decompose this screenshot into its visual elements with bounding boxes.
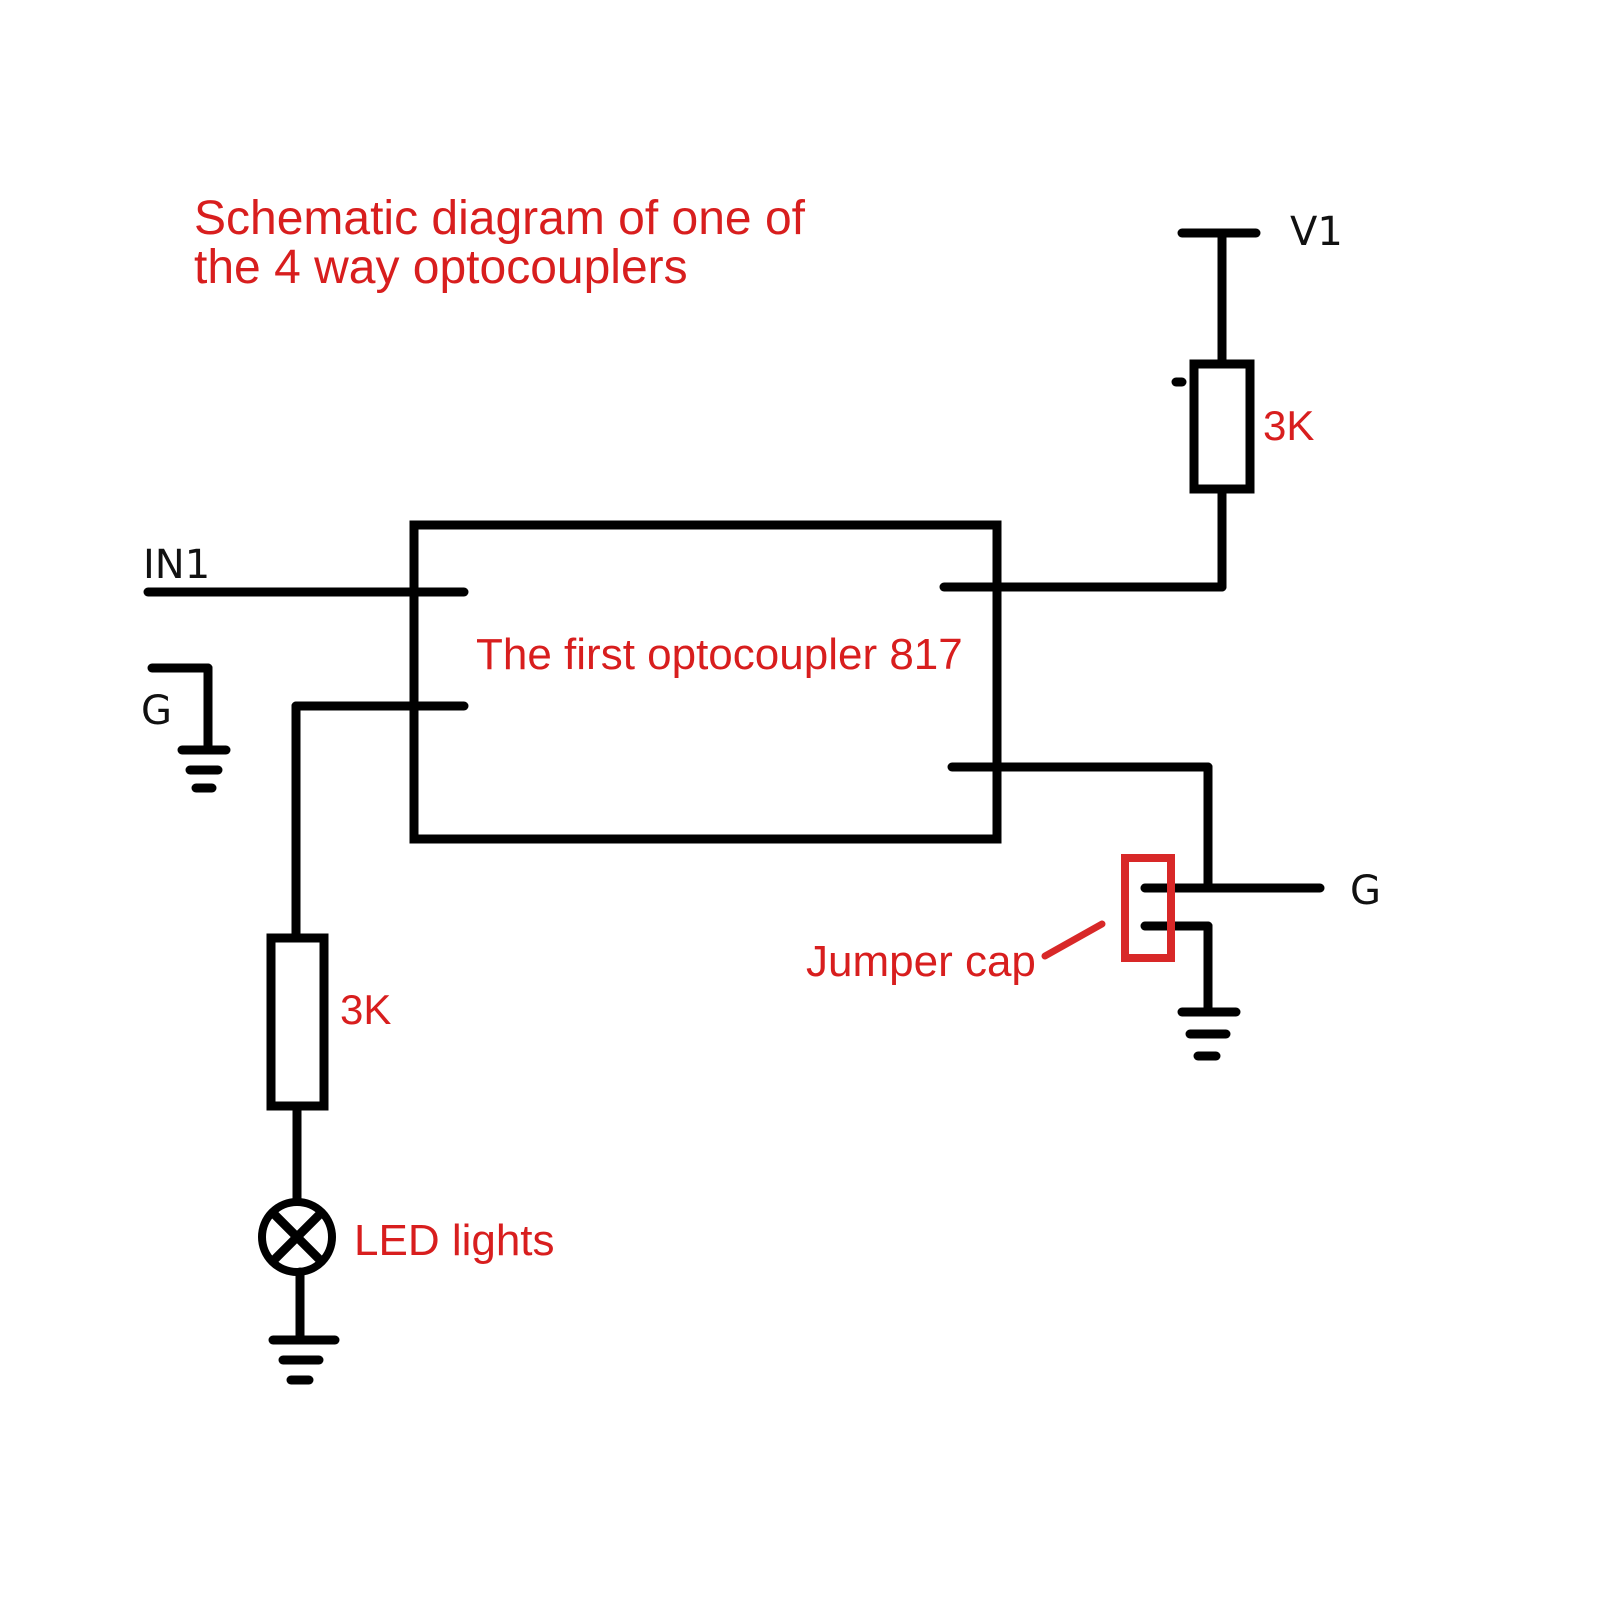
ground-left-label: G bbox=[141, 688, 172, 734]
jumper-cap-outline bbox=[1121, 854, 1175, 962]
resistor-left-label: 3K bbox=[340, 986, 391, 1033]
resistor-left bbox=[266, 933, 329, 1111]
led-cross-b bbox=[268, 1208, 326, 1266]
optocoupler-box bbox=[409, 520, 1002, 844]
in1-label: IN1 bbox=[143, 542, 210, 588]
v1-label: V1 bbox=[1290, 209, 1343, 255]
diagram-title-line1: Schematic diagram of one of bbox=[194, 192, 806, 245]
optocoupler-label: The first optocoupler 817 bbox=[476, 630, 963, 679]
jumper-cap-label: Jumper cap bbox=[806, 937, 1036, 986]
resistor-top-label: 3K bbox=[1263, 402, 1314, 449]
jumper-cap-pointer bbox=[1041, 920, 1106, 960]
diagram-title-line2: the 4 way optocouplers bbox=[194, 241, 688, 294]
led-label: LED lights bbox=[354, 1216, 555, 1265]
resistor-top bbox=[1189, 359, 1255, 494]
ground-right-label: G bbox=[1350, 868, 1381, 914]
